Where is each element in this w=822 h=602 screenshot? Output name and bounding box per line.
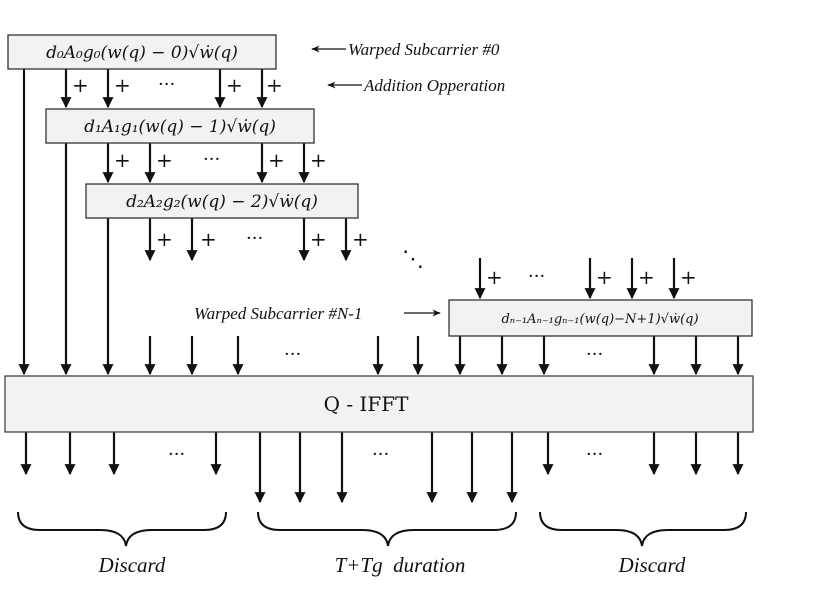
subcarrier-2-box bbox=[85, 183, 359, 219]
brace-discard-left bbox=[17, 511, 227, 547]
discard-right-label: Discard bbox=[618, 553, 686, 577]
ellipsis: ··· bbox=[246, 228, 263, 249]
plus-sign: + bbox=[310, 227, 327, 251]
q-ifft-label: Q - IFFT bbox=[324, 392, 410, 416]
diagonal-ellipsis: ⋱ bbox=[402, 247, 424, 272]
subcarrier-2-expression: d₂A₂g₂(w(q) − 2)√ẇ(q) bbox=[126, 192, 318, 212]
plus-sign: + bbox=[486, 265, 503, 289]
duration-label: T+Tg duration bbox=[335, 553, 466, 577]
ellipsis: ··· bbox=[284, 344, 301, 365]
warped-subcarrier-n-1-label: Warped Subcarrier #N-1 bbox=[194, 304, 362, 323]
plus-sign: + bbox=[352, 227, 369, 251]
ellipsis: ··· bbox=[372, 444, 389, 465]
ellipsis: ··· bbox=[168, 444, 185, 465]
warped-subcarrier-0-label: Warped Subcarrier #0 bbox=[348, 40, 500, 59]
plus-sign: + bbox=[596, 265, 613, 289]
plus-sign: + bbox=[310, 148, 327, 172]
plus-sign: + bbox=[72, 73, 89, 97]
subcarrier-0-box bbox=[7, 34, 277, 70]
brace-duration bbox=[257, 511, 517, 547]
brace-discard-right bbox=[539, 511, 747, 547]
plus-sign: + bbox=[114, 148, 131, 172]
plus-sign: + bbox=[638, 265, 655, 289]
plus-sign: + bbox=[680, 265, 697, 289]
addition-operation-label: Addition Opperation bbox=[363, 76, 505, 95]
ellipsis: ··· bbox=[586, 344, 603, 365]
plus-sign: + bbox=[114, 73, 131, 97]
subcarrier-1-expression: d₁A₁g₁(w(q) − 1)√ẇ(q) bbox=[84, 117, 276, 137]
subcarrier-0-expression: d₀A₀g₀(w(q) − 0)√ẇ(q) bbox=[46, 43, 238, 63]
ellipsis: ··· bbox=[528, 266, 545, 287]
subcarrier-n-1-box bbox=[448, 299, 753, 337]
ellipsis: ··· bbox=[586, 444, 603, 465]
signal-arrows bbox=[18, 69, 744, 504]
plus-sign: + bbox=[268, 148, 285, 172]
plus-sign: + bbox=[156, 148, 173, 172]
plus-sign: + bbox=[266, 73, 283, 97]
plus-sign: + bbox=[156, 227, 173, 251]
plus-sign: + bbox=[226, 73, 243, 97]
discard-left-label: Discard bbox=[98, 553, 166, 577]
plus-sign: + bbox=[200, 227, 217, 251]
ellipsis: ··· bbox=[203, 149, 220, 170]
q-ifft-block bbox=[4, 375, 754, 433]
ellipsis: ··· bbox=[158, 74, 175, 95]
subcarrier-1-box bbox=[45, 108, 315, 144]
subcarrier-n-1-expression: dₙ₋₁Aₙ₋₁gₙ₋₁(w(q)−N+1)√ẇ(q) bbox=[501, 312, 698, 327]
